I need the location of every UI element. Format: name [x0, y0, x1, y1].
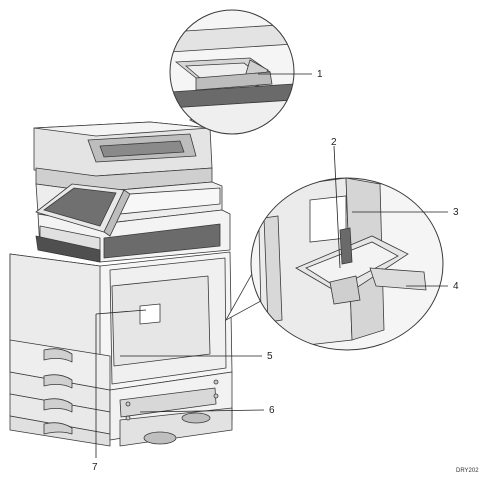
callout-2: 2: [331, 137, 337, 148]
callout-7: 7: [92, 462, 98, 473]
callout-1: 1: [317, 69, 323, 80]
callout-labels: 1 2 3 4 5 6 7 DRY202: [92, 69, 479, 474]
callout-4: 4: [453, 281, 459, 292]
figure-id: DRY202: [456, 468, 479, 474]
magnifier-top: [169, 9, 295, 135]
printer-body: [9, 121, 233, 447]
callout-3: 3: [453, 207, 459, 218]
control-panel: [35, 183, 131, 237]
callout-6: 6: [269, 405, 275, 416]
magnifier-right: [224, 177, 444, 351]
leader-lines: [95, 73, 448, 458]
callout-5: 5: [267, 351, 273, 362]
